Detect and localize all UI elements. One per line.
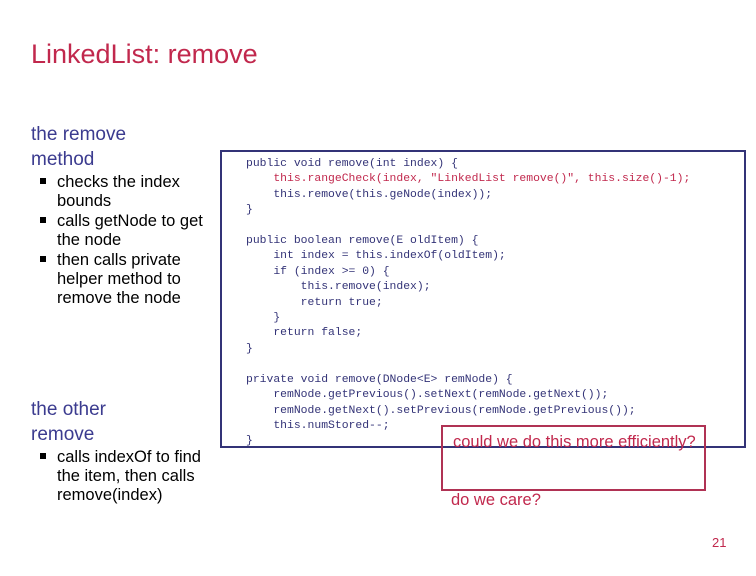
code-line: this.numStored--; [246,419,390,432]
left-text-block-1: the remove method checks the index bound… [31,122,227,308]
list-item-label: then calls private helper method to remo… [57,251,181,307]
bullet-list-other-remove: calls indexOf to find the item, then cal… [31,448,227,505]
callout-text: could we do this more efficiently? [453,433,696,451]
code-line: remNode.getPrevious().setNext(remNode.ge… [246,389,609,402]
list-item-label: calls getNode to get the node [57,212,203,249]
code-line: } [246,204,253,217]
left-text-block-2: the other remove calls indexOf to find t… [31,397,227,505]
square-bullet-icon [40,256,46,262]
code-line: this.remove(index); [246,281,431,294]
list-item: checks the index bounds [31,173,227,211]
code-listing-text: public void remove(int index) { this.ran… [246,157,690,450]
section-heading-line: remove [31,424,95,445]
square-bullet-icon [40,178,46,184]
code-line: int index = this.indexOf(oldItem); [246,250,506,263]
section-heading-line: the other [31,399,106,420]
callout-note: do we care? [451,491,541,509]
callout-box: could we do this more efficiently? [441,425,706,491]
page-title: LinkedList: remove [31,39,258,69]
section-heading-line: method [31,149,95,170]
code-line: } [246,312,281,325]
section-heading-line: the remove [31,124,127,145]
code-line: public void remove(int index) { [246,158,458,170]
section-heading-remove-method: the remove method [31,122,227,172]
list-item-label: checks the index bounds [57,173,180,210]
slide-number: 21 [712,535,727,550]
code-line: } [246,342,253,355]
list-item: calls indexOf to find the item, then cal… [31,448,227,505]
code-line: if (index >= 0) { [246,265,390,278]
square-bullet-icon [40,217,46,223]
list-item-label: calls indexOf to find the item, then cal… [57,448,201,504]
code-line: return false; [246,327,363,340]
code-line: return true; [246,296,383,309]
code-line: private void remove(DNode<E> remNode) { [246,373,513,386]
code-line: remNode.getNext().setPrevious(remNode.ge… [246,404,636,417]
bullet-list-remove-method: checks the index bounds calls getNode to… [31,173,227,308]
code-line: this.remove(this.geNode(index)); [246,188,493,201]
section-heading-other-remove: the other remove [31,397,227,447]
code-line: this.rangeCheck(index, "LinkedList remov… [246,173,691,186]
code-line: public boolean remove(E oldItem) { [246,235,479,248]
list-item: then calls private helper method to remo… [31,251,227,308]
code-line: } [246,435,253,448]
list-item: calls getNode to get the node [31,212,227,250]
code-listing-box: public void remove(int index) { this.ran… [220,150,746,448]
square-bullet-icon [40,453,46,459]
